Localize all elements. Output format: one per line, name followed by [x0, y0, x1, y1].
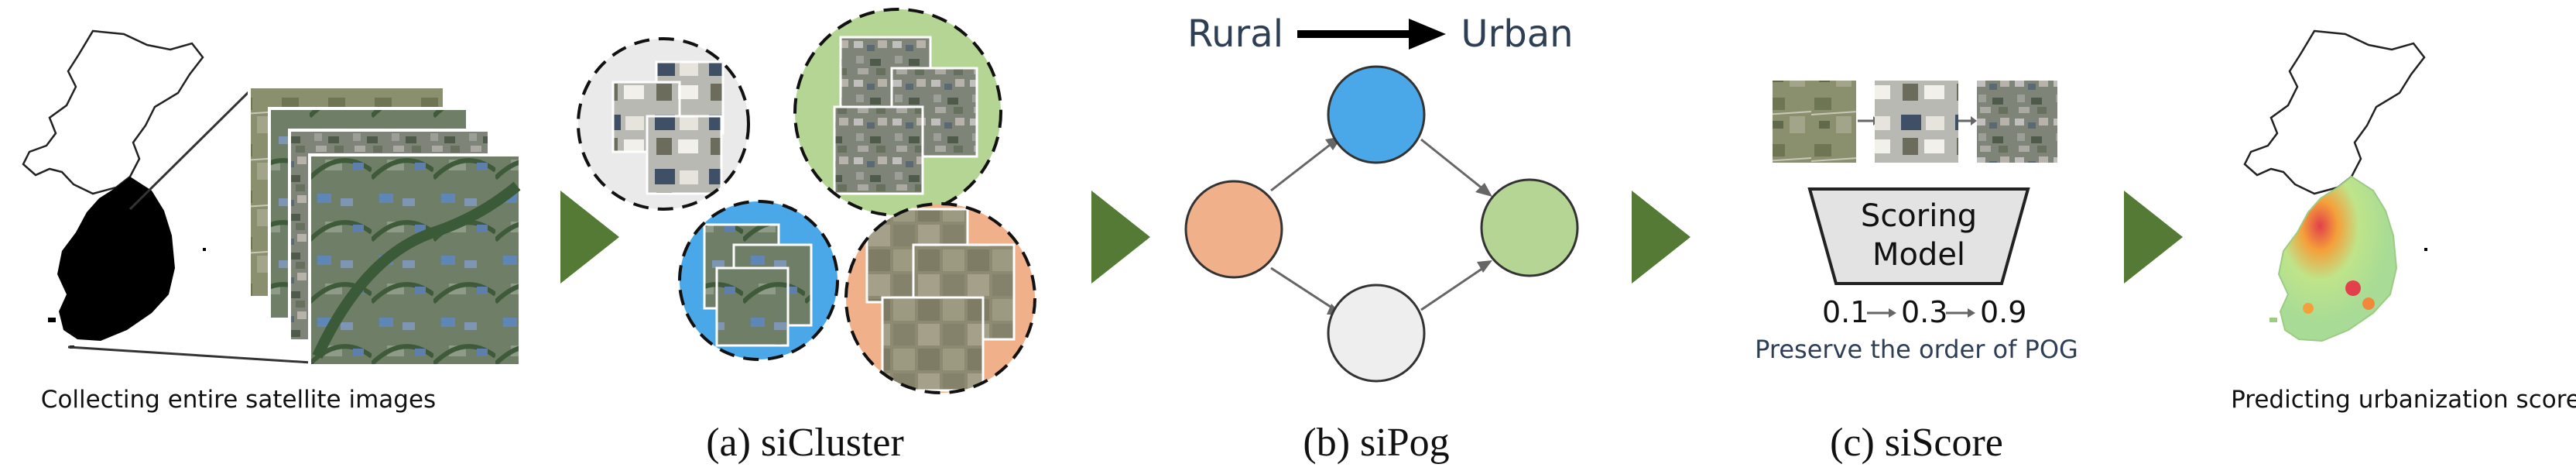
urban-label: Urban	[1461, 12, 1573, 56]
pog-node-top-blue	[1327, 65, 1426, 164]
pog-node-bottom-gray	[1327, 284, 1426, 383]
stage-predict: Predicting urbanization score	[2231, 29, 2576, 414]
score-tile-rural	[1773, 81, 1856, 163]
rural-to-urban-arrow	[1297, 19, 1446, 50]
pog-node-right-green	[1480, 178, 1579, 277]
flow-arrow-1	[560, 191, 619, 284]
urbanization-heatmap	[2277, 175, 2398, 342]
score-tile-urban	[1977, 81, 2057, 163]
order-text: Preserve the order of POG	[1755, 335, 2078, 364]
cluster-green	[793, 8, 1002, 217]
stage-siscore: Scoring Model 0.1 0.3 0.9 Preserve the o…	[1755, 81, 2078, 465]
stage-sipog: Rural Urban (b) siPog	[1184, 12, 1579, 465]
caption-siscore: (c) siScore	[1830, 421, 2003, 465]
pog-node-left-orange	[1184, 180, 1283, 279]
rural-label: Rural	[1187, 12, 1283, 56]
model-label-line2: Model	[1872, 237, 1965, 273]
zoom-line-top	[128, 90, 251, 211]
scoring-model-box	[1807, 187, 2030, 285]
flow-arrow-3	[1632, 191, 1690, 284]
stage-sicluster: (a) siCluster	[577, 8, 1036, 465]
cluster-orange	[844, 202, 1036, 394]
pog-edges	[1270, 136, 1492, 315]
stage-collect: Collecting entire satellite images	[22, 29, 522, 414]
score-value-1: 0.1	[1822, 295, 1869, 329]
cluster-blue	[678, 200, 839, 361]
caption-predict: Predicting urbanization score	[2231, 386, 2576, 414]
peninsula-outline	[22, 29, 204, 195]
result-peninsula-outline	[2243, 29, 2426, 195]
score-value-2: 0.3	[1901, 295, 1947, 329]
zoom-line-bottom	[67, 346, 312, 364]
caption-sipog: (b) siPog	[1303, 421, 1449, 465]
satellite-tile-4	[308, 153, 522, 367]
caption-collect: Collecting entire satellite images	[41, 386, 436, 414]
caption-sicluster: (a) siCluster	[706, 421, 904, 465]
flow-arrow-2	[1091, 191, 1150, 284]
score-tile-mid	[1875, 81, 1958, 163]
model-label-line1: Scoring	[1861, 198, 1977, 234]
score-value-3: 0.9	[1980, 295, 2026, 329]
cluster-gray	[577, 37, 750, 211]
flow-arrow-4	[2124, 191, 2183, 284]
south-korea-map	[57, 177, 175, 341]
